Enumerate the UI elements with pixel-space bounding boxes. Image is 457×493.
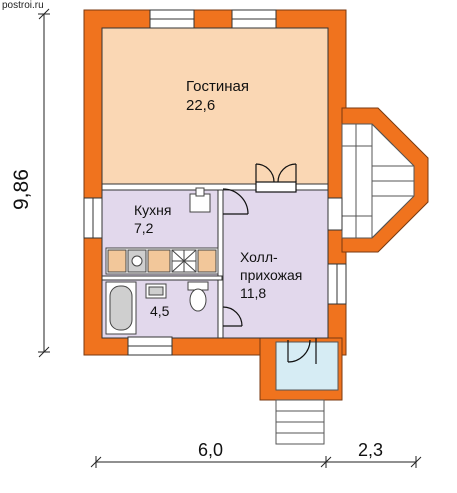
bathroom-fixtures (105, 281, 209, 335)
watermark: postroi.ru (2, 0, 44, 11)
room-labels: Гостиная 22,6 Кухня 7,2 Холл- прихожая 1… (134, 78, 302, 319)
hall-floor (221, 189, 329, 339)
toilet (189, 288, 207, 312)
kitchen-fixtures (105, 187, 219, 275)
hall-name-line2: прихожая (240, 267, 302, 283)
porch-steps (275, 399, 325, 445)
hall-name-line1: Холл- (240, 249, 278, 265)
hall-area: 11,8 (240, 285, 266, 301)
doors (222, 163, 317, 364)
dimension-width-extra: 2,3 (358, 440, 383, 460)
room-floors (101, 27, 415, 391)
bathroom-area: 4,5 (150, 303, 170, 319)
dimension-width-main: 6,0 (198, 440, 223, 460)
windows (83, 9, 347, 356)
living-room-name: Гостиная (186, 78, 249, 95)
kitchen-area: 7,2 (134, 220, 154, 236)
dimension-lines (38, 8, 422, 468)
partitions (101, 183, 329, 339)
dimension-height: 9,86 (10, 169, 33, 210)
living-room-area: 22,6 (186, 97, 215, 114)
bay-stairs (342, 123, 414, 239)
living-room-floor (101, 27, 329, 187)
kitchen-name: Кухня (134, 202, 171, 218)
dimension-labels: 9,86 6,0 2,3 (10, 169, 383, 460)
porch-floor (275, 341, 339, 391)
